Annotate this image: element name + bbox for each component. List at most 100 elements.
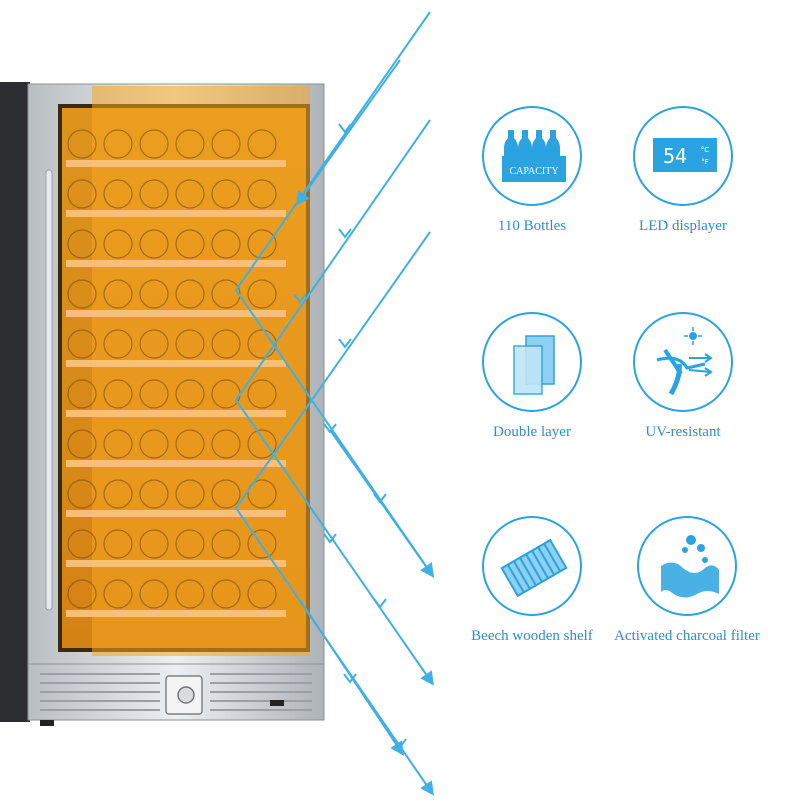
wooden-shelf bbox=[66, 610, 286, 617]
bottle-end bbox=[175, 579, 205, 609]
ray-arrow bbox=[338, 123, 352, 134]
led-display-icon: 54 °C °F bbox=[653, 138, 717, 172]
bottle-end bbox=[211, 429, 241, 459]
uv-ray bbox=[234, 119, 434, 686]
ray-arrow bbox=[323, 423, 337, 434]
uv-ray bbox=[295, 59, 401, 206]
capacity-badge: CAPACITY bbox=[482, 106, 582, 206]
led-badge: 54 °C °F bbox=[633, 106, 733, 206]
bottle-end bbox=[211, 179, 241, 209]
led-unit-f: °F bbox=[701, 158, 709, 166]
bottle-end bbox=[139, 279, 169, 309]
bottles-capacity-icon: CAPACITY bbox=[502, 130, 566, 182]
feature-uv: UV-resistant bbox=[598, 312, 768, 442]
bottle-end bbox=[247, 229, 277, 259]
ray-arrow bbox=[393, 738, 407, 749]
wooden-shelf bbox=[66, 360, 286, 367]
bottle-end bbox=[175, 529, 205, 559]
bottle-end bbox=[103, 429, 133, 459]
bottle-end bbox=[247, 379, 277, 409]
ray-arrow bbox=[293, 293, 307, 304]
bottle-end bbox=[67, 179, 97, 209]
bottle-end bbox=[103, 279, 133, 309]
feature-label-charcoal: Activated charcoal filter bbox=[614, 628, 760, 644]
bottle-end bbox=[67, 279, 97, 309]
led-value: 54 bbox=[663, 144, 687, 168]
feature-double-layer: Double layer bbox=[447, 312, 617, 442]
feature-label-double-layer: Double layer bbox=[493, 424, 571, 440]
bottle-end bbox=[139, 329, 169, 359]
feature-led: 54 °C °F LED displayer bbox=[598, 106, 768, 236]
bottle-end bbox=[175, 429, 205, 459]
bottle-end bbox=[103, 479, 133, 509]
bottle-end bbox=[67, 129, 97, 159]
bottle-end bbox=[247, 279, 277, 309]
bottle-end bbox=[211, 329, 241, 359]
bottle-end bbox=[103, 129, 133, 159]
bottle-end bbox=[175, 329, 205, 359]
uv-ray bbox=[234, 231, 434, 796]
bottle-end bbox=[247, 179, 277, 209]
charcoal-badge bbox=[637, 516, 737, 616]
feature-label-shelf: Beech wooden shelf bbox=[471, 628, 593, 644]
bottle-end bbox=[67, 229, 97, 259]
bottle-end bbox=[103, 229, 133, 259]
ray-arrow bbox=[373, 598, 387, 609]
wooden-shelf bbox=[66, 310, 286, 317]
bottle-end bbox=[175, 279, 205, 309]
bottle-end bbox=[67, 479, 97, 509]
bottle-end bbox=[175, 179, 205, 209]
bottle-end bbox=[175, 129, 205, 159]
cabinet-side bbox=[0, 82, 30, 722]
bottle-end bbox=[103, 179, 133, 209]
wooden-shelf bbox=[66, 510, 286, 517]
bottle-end bbox=[247, 429, 277, 459]
bottle-end bbox=[67, 329, 97, 359]
led-unit-c: °C bbox=[701, 146, 710, 154]
bottle-end bbox=[247, 529, 277, 559]
double-layer-glass-icon bbox=[513, 335, 555, 395]
uv-ray bbox=[234, 11, 434, 578]
glass-inner-overlay bbox=[92, 86, 310, 656]
ray-arrow bbox=[323, 533, 337, 544]
wooden-shelf-icon bbox=[500, 538, 568, 598]
bottle-end bbox=[139, 479, 169, 509]
wooden-shelf bbox=[66, 560, 286, 567]
wooden-shelf bbox=[66, 210, 286, 217]
bottle-end bbox=[175, 379, 205, 409]
feature-shelf: Beech wooden shelf bbox=[447, 516, 617, 646]
bottle-end bbox=[139, 379, 169, 409]
bottle-end bbox=[211, 479, 241, 509]
bottle-end bbox=[139, 579, 169, 609]
bottle-end bbox=[103, 579, 133, 609]
bottle-end bbox=[139, 229, 169, 259]
feature-label-capacity: 110 Bottles bbox=[497, 218, 567, 234]
bottle-end bbox=[67, 429, 97, 459]
wooden-shelf bbox=[66, 260, 286, 267]
bottle-end bbox=[139, 429, 169, 459]
bottle-end bbox=[139, 129, 169, 159]
uv-resistant-icon bbox=[656, 327, 713, 396]
capacity-badge-text: CAPACITY bbox=[509, 166, 558, 177]
bottle-end bbox=[67, 529, 97, 559]
bottle-end bbox=[247, 129, 277, 159]
bottle-end bbox=[211, 129, 241, 159]
bottle-end bbox=[211, 229, 241, 259]
ray-arrow bbox=[343, 673, 357, 684]
door-handle[interactable] bbox=[45, 169, 53, 611]
bottle-end bbox=[67, 379, 97, 409]
ray-arrow bbox=[338, 228, 352, 239]
uv-badge bbox=[633, 312, 733, 412]
bottle-end bbox=[211, 529, 241, 559]
bottle-end bbox=[67, 579, 97, 609]
charcoal-filter-icon bbox=[661, 535, 719, 598]
feature-label-uv: UV-resistant bbox=[645, 424, 721, 440]
bottle-end bbox=[139, 529, 169, 559]
shelf-badge bbox=[482, 516, 582, 616]
bottle-end bbox=[175, 229, 205, 259]
bottle-end bbox=[103, 379, 133, 409]
wooden-shelf bbox=[66, 410, 286, 417]
feature-label-led: LED displayer bbox=[639, 218, 727, 234]
foot-right bbox=[270, 700, 284, 706]
bottle-end bbox=[139, 179, 169, 209]
